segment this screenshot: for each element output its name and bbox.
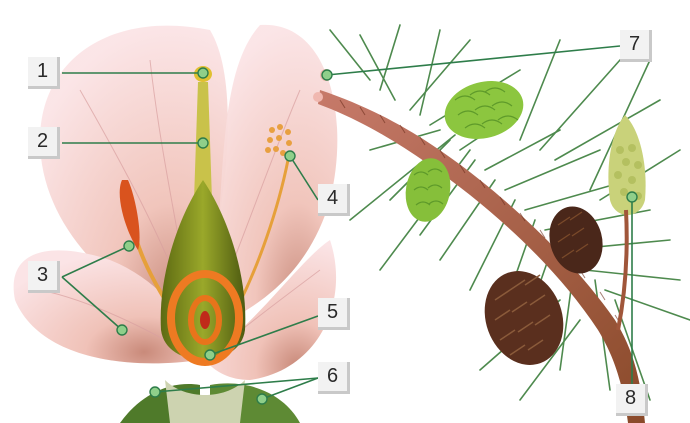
leader-line-7 (327, 46, 620, 75)
leader-dot-3b (117, 325, 127, 335)
green-cone-large (438, 73, 530, 148)
callout-6: 6 (318, 362, 350, 394)
flower-illustration (14, 25, 338, 423)
callout-3: 3 (28, 261, 60, 293)
leader-dot-6b (257, 394, 267, 404)
callout-4: 4 (318, 184, 350, 216)
callout-1: 1 (28, 57, 60, 89)
leader-dot-8 (627, 192, 637, 202)
callout-7: 7 (620, 30, 652, 62)
leader-dot-4 (285, 151, 295, 161)
leader-dot-3a (124, 241, 134, 251)
leader-dot-6a (150, 387, 160, 397)
female-cone-tip-2 (313, 92, 323, 102)
male-cone-cluster (608, 115, 645, 215)
callout-2: 2 (28, 127, 60, 159)
callout-5: 5 (318, 298, 350, 330)
ovule (200, 311, 210, 329)
male-cone-stalk (618, 210, 627, 330)
leader-dot-7 (322, 70, 332, 80)
pine-illustration (313, 25, 690, 423)
leader-dot-2 (198, 138, 208, 148)
leader-dot-1 (198, 68, 208, 78)
leader-dot-5 (205, 350, 215, 360)
callout-8: 8 (616, 384, 648, 416)
